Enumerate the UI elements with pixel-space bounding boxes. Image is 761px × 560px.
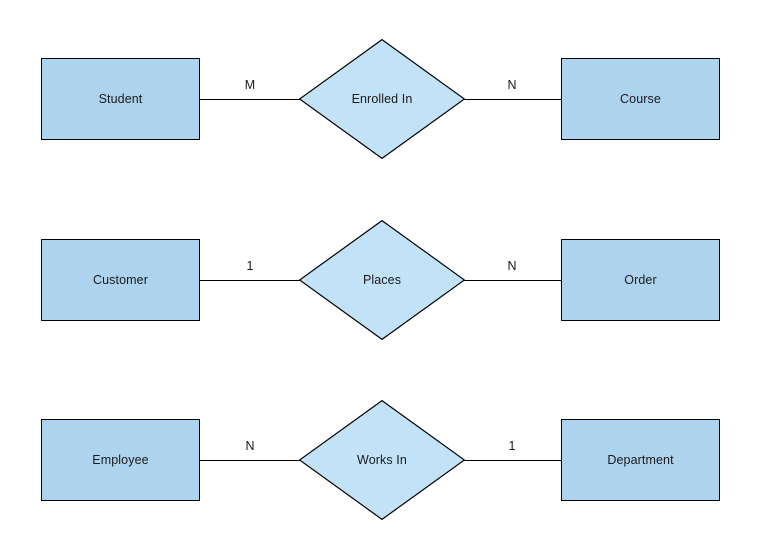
entity-label: Student [98,91,143,106]
entity-box-left[interactable]: Student [41,58,200,140]
connector-line-left [200,99,300,100]
connector-line-left [200,460,300,461]
connector-line-right [464,460,562,461]
cardinality-label-left: N [245,439,255,453]
connector-line-right [464,280,562,281]
er-relationship-row: Customer 1 Places N Order [0,210,761,350]
entity-box-left[interactable]: Customer [41,239,200,321]
entity-box-left[interactable]: Employee [41,419,200,501]
relationship-diamond[interactable]: Works In [299,400,465,520]
entity-label: Course [620,91,661,106]
diamond-shape-icon [299,220,465,340]
relationship-diamond[interactable]: Enrolled In [299,39,465,159]
entity-box-right[interactable]: Order [561,239,720,321]
cardinality-label-right: 1 [508,439,516,453]
cardinality-label-right: N [507,78,517,92]
entity-label: Customer [93,272,148,287]
entity-label: Order [624,272,657,287]
entity-label: Employee [92,452,149,467]
entity-label: Department [607,452,674,467]
er-relationship-row: Employee N Works In 1 Department [0,390,761,530]
er-relationship-row: Student M Enrolled In N Course [0,29,761,169]
diamond-shape-icon [299,39,465,159]
connector-line-right [464,99,562,100]
cardinality-label-left: M [244,78,256,92]
entity-box-right[interactable]: Course [561,58,720,140]
cardinality-label-left: 1 [246,259,254,273]
diamond-shape-icon [299,400,465,520]
relationship-diamond[interactable]: Places [299,220,465,340]
entity-box-right[interactable]: Department [561,419,720,501]
cardinality-label-right: N [507,259,517,273]
connector-line-left [200,280,300,281]
